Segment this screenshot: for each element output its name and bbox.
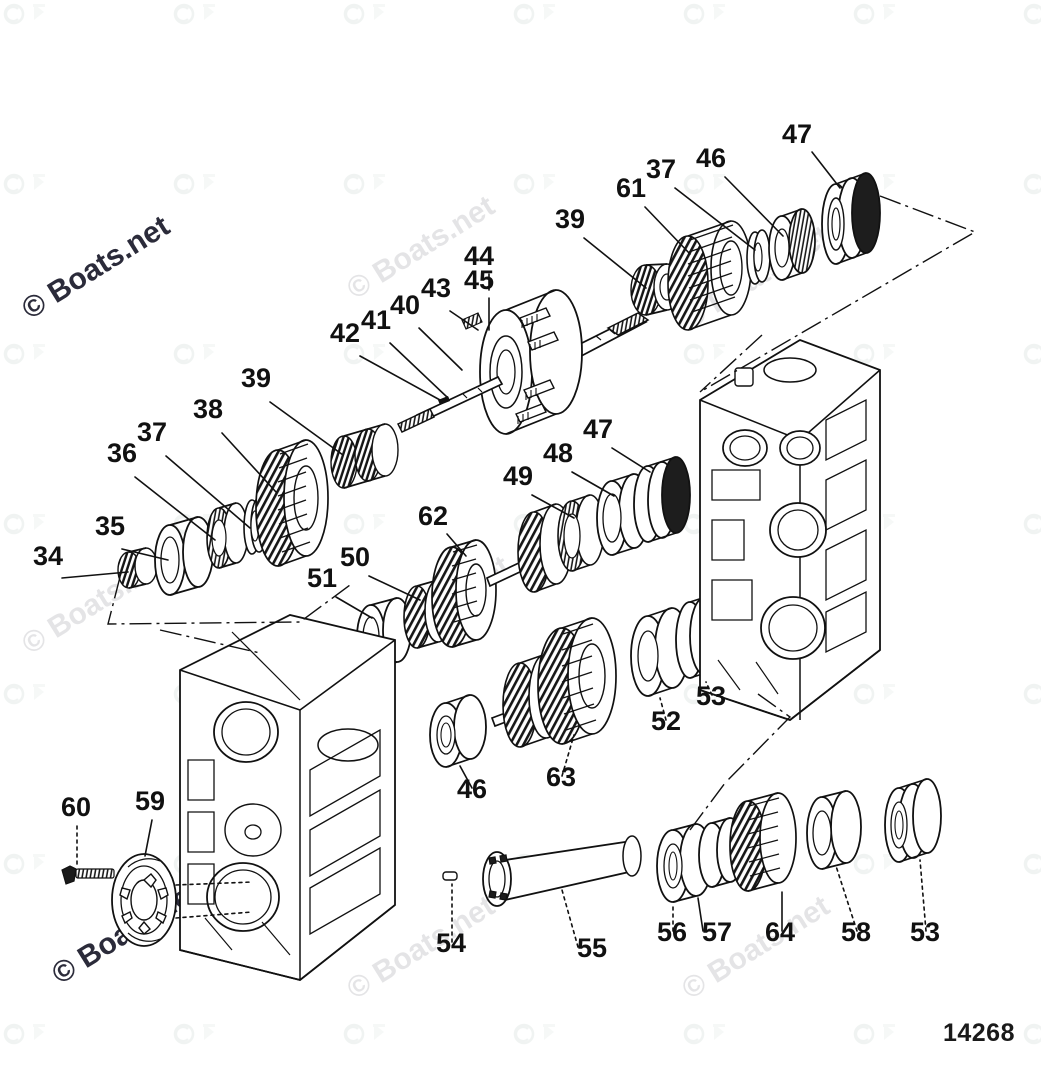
part-36-retaining-ring <box>206 502 249 569</box>
callout-number-55[interactable]: 55 <box>577 933 607 963</box>
coupler-alignment-lines <box>175 881 253 919</box>
callout-number-35[interactable]: 35 <box>95 511 125 541</box>
callout-number-47[interactable]: 47 <box>782 119 812 149</box>
callout-number-53[interactable]: 53 <box>910 917 940 947</box>
callout-number-44[interactable]: 44 <box>464 241 494 271</box>
bottom-shaft-assembly <box>442 778 942 907</box>
callout-number-51[interactable]: 51 <box>307 563 337 593</box>
callout-number-58[interactable]: 58 <box>841 917 871 947</box>
part-60-bolt <box>61 865 115 885</box>
part-40-45-clutch-carrier-assembly <box>396 289 650 435</box>
part-62-cluster-gear-shaft <box>431 503 573 648</box>
callout-number-39[interactable]: 39 <box>241 363 271 393</box>
callout-number-53[interactable]: 53 <box>696 681 726 711</box>
part-38-drive-gear <box>255 439 329 567</box>
callout-number-45[interactable]: 45 <box>464 265 494 295</box>
callout-number-36[interactable]: 36 <box>107 438 137 468</box>
part-58-bearing-race <box>806 790 862 870</box>
part-55-shift-tube <box>482 835 642 907</box>
callout-number-64[interactable]: 64 <box>765 917 795 947</box>
callout-number-46[interactable]: 46 <box>457 774 487 804</box>
callout-number-38[interactable]: 38 <box>193 394 223 424</box>
callout-number-48[interactable]: 48 <box>543 438 573 468</box>
callout-number-50[interactable]: 50 <box>340 542 370 572</box>
part-53-bearing-race-stack-bottom <box>884 778 942 863</box>
callout-number-34[interactable]: 34 <box>33 541 63 571</box>
left-gear-assembly <box>117 423 399 596</box>
callout-number-39[interactable]: 39 <box>555 204 585 234</box>
part-47-bearing-race-stack-mid <box>633 456 691 543</box>
part-46-ball-bearing-top <box>768 208 816 281</box>
callout-number-59[interactable]: 59 <box>135 786 165 816</box>
callout-number-40[interactable]: 40 <box>390 290 420 320</box>
callout-number-60[interactable]: 60 <box>61 792 91 822</box>
callout-number-54[interactable]: 54 <box>436 928 466 958</box>
part-39-needle-bearing-top <box>630 263 681 316</box>
callout-number-63[interactable]: 63 <box>546 762 576 792</box>
part-46-ball-bearing-lower <box>429 694 487 768</box>
part-39-needle-bearing-left <box>330 423 399 489</box>
part-61-helical-gear <box>667 220 752 331</box>
left-gear-case-housing <box>179 614 396 981</box>
callout-number-42[interactable]: 42 <box>330 318 360 348</box>
part-35-bushing-sleeve <box>154 516 214 596</box>
leader-lines <box>61 151 927 948</box>
section-brackets <box>107 195 977 831</box>
callout-number-37[interactable]: 37 <box>646 154 676 184</box>
callout-number-47[interactable]: 47 <box>583 414 613 444</box>
part-47-bearing-race-stack-top <box>821 172 881 265</box>
part-54-dowel-pin <box>442 871 458 881</box>
callout-number-52[interactable]: 52 <box>651 706 681 736</box>
top-right-gear-assembly <box>630 172 881 331</box>
part-63-countershaft-gear-cluster <box>490 617 617 748</box>
callout-number-49[interactable]: 49 <box>503 461 533 491</box>
diagram-number: 14268 <box>942 1019 1015 1047</box>
callout-number-37[interactable]: 37 <box>137 417 167 447</box>
callout-number-46[interactable]: 46 <box>696 143 726 173</box>
callout-number-57[interactable]: 57 <box>702 917 732 947</box>
callout-number-43[interactable]: 43 <box>421 273 451 303</box>
callout-number-41[interactable]: 41 <box>361 305 391 335</box>
part-64-output-gear <box>729 792 797 892</box>
callout-number-61[interactable]: 61 <box>616 173 646 203</box>
callout-number-62[interactable]: 62 <box>418 501 448 531</box>
right-gear-case-housing <box>699 339 881 722</box>
part-59-drive-coupler <box>111 853 177 947</box>
callout-number-56[interactable]: 56 <box>657 917 687 947</box>
